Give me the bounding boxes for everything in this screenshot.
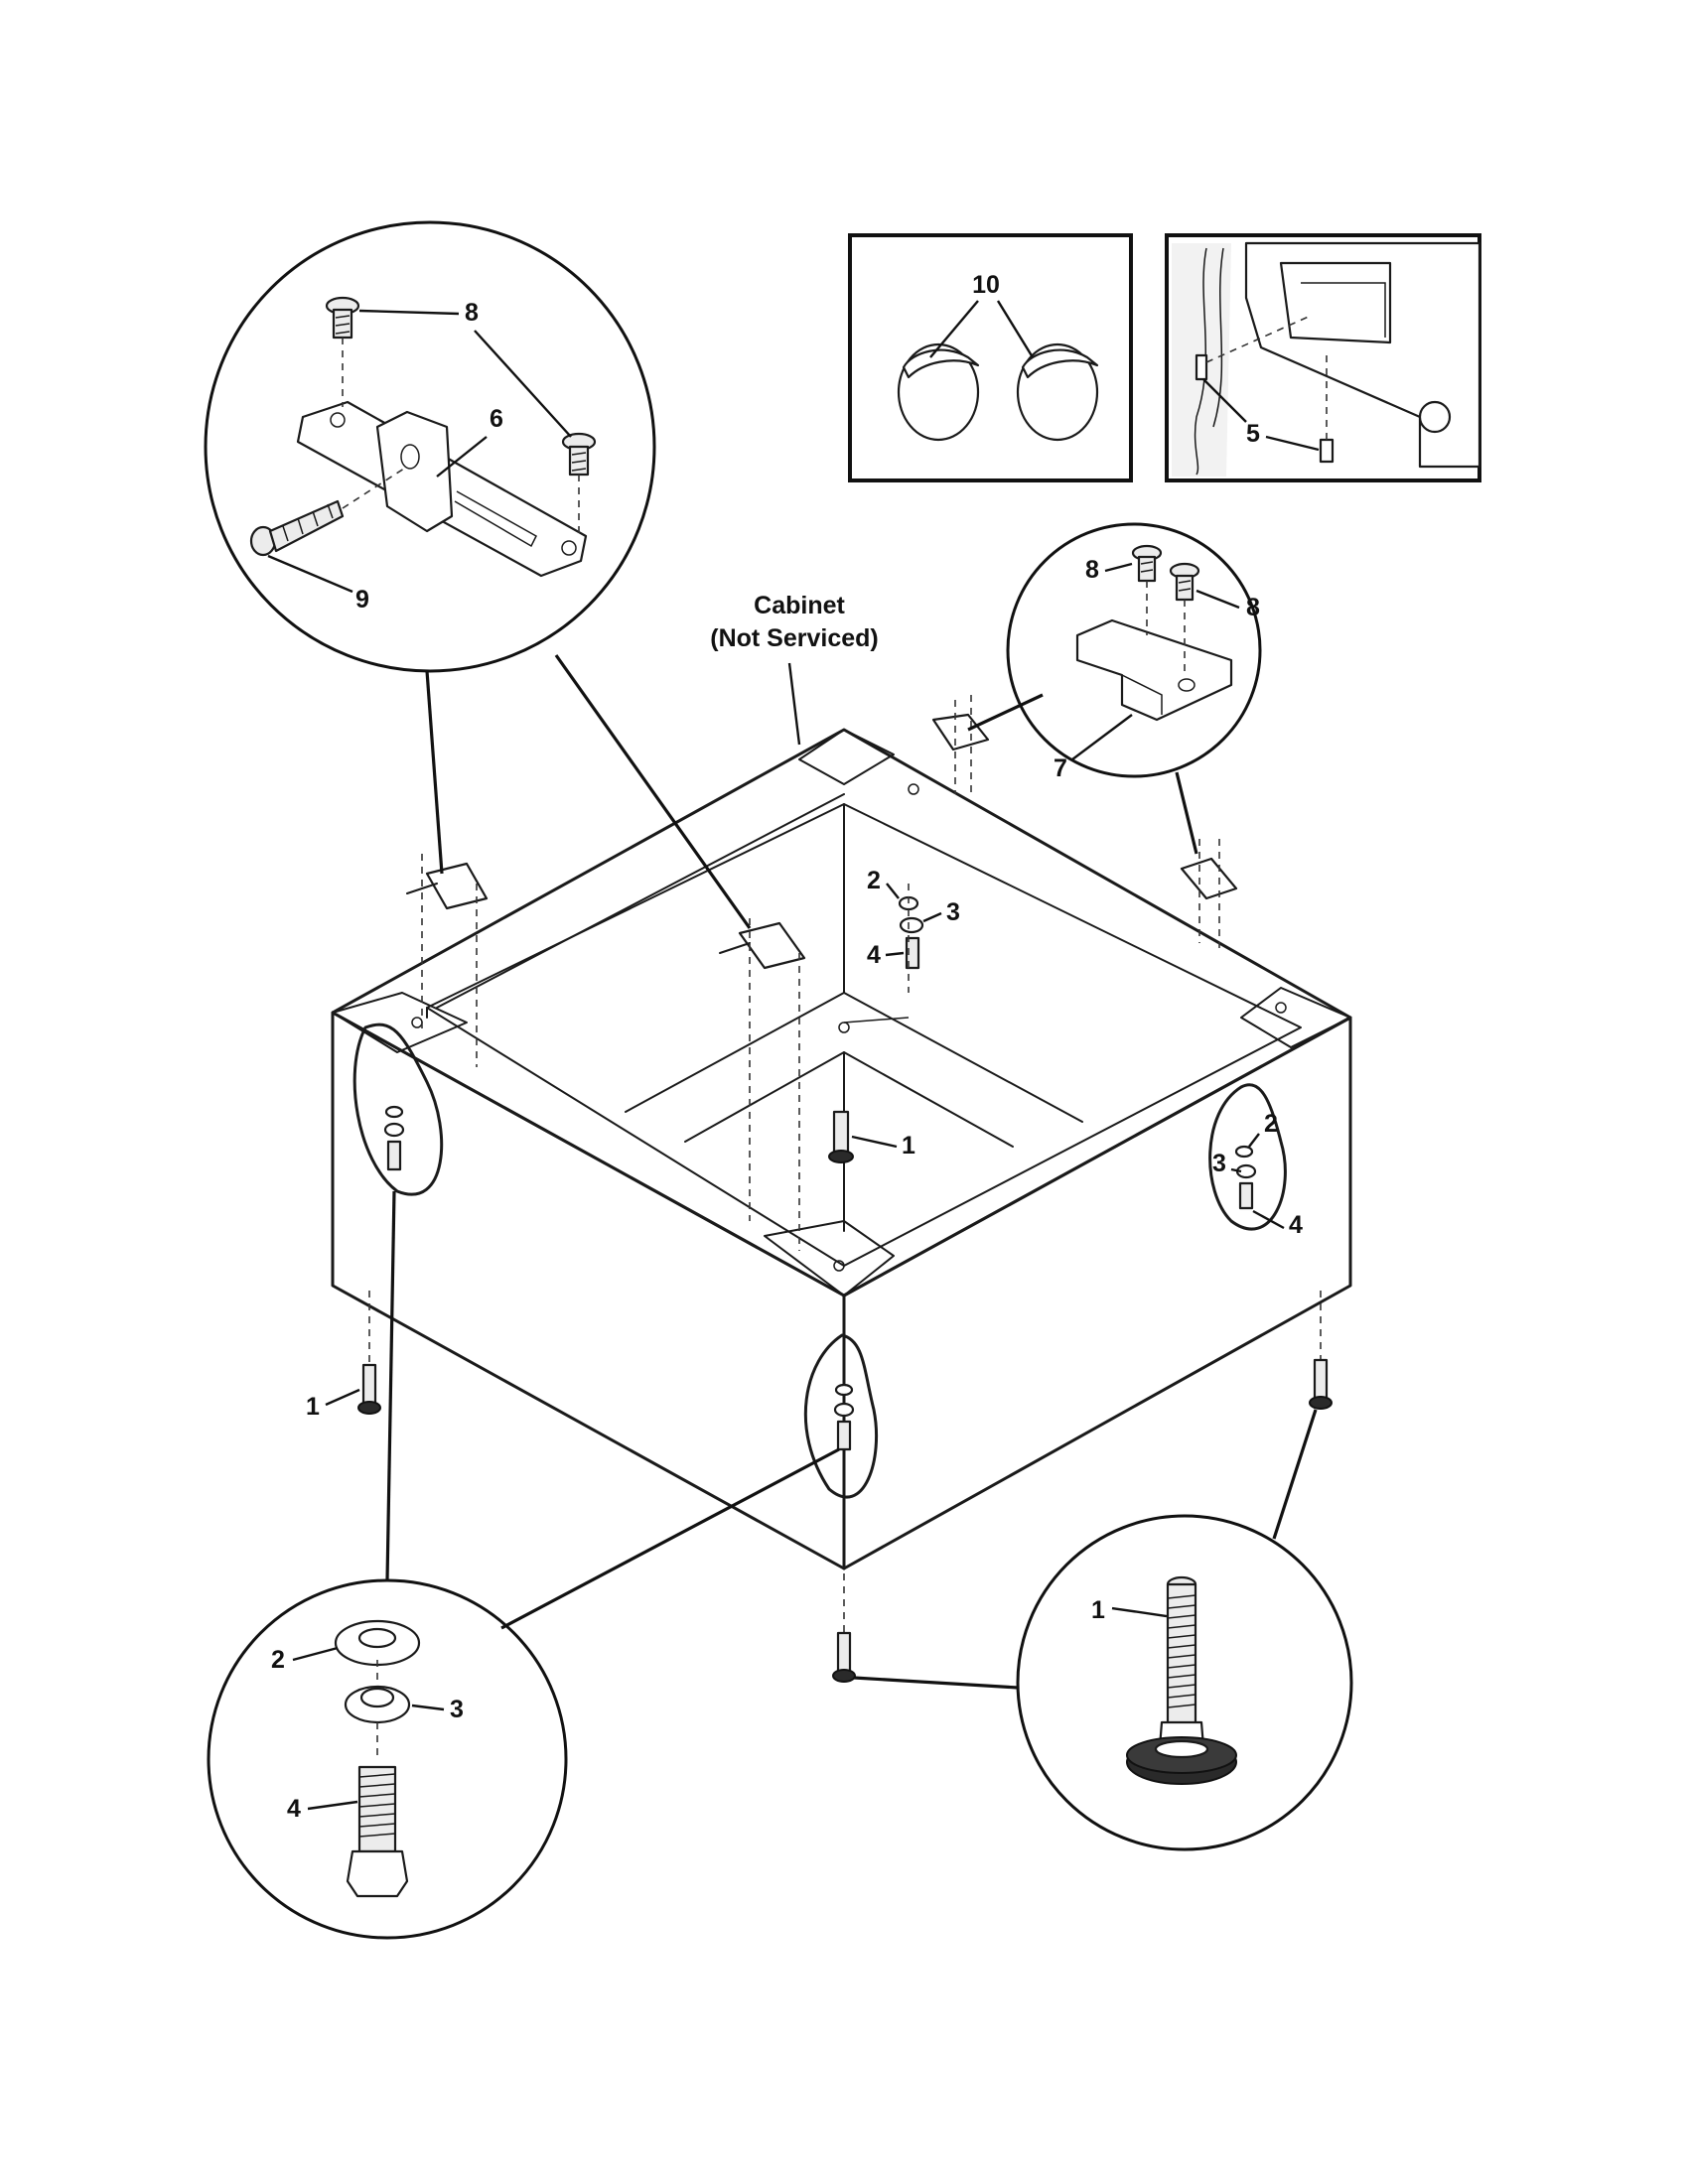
callout-10: 10 xyxy=(972,271,1000,299)
leveling-leg-center: 1 xyxy=(828,1110,915,1163)
callout-4-detail: 4 xyxy=(287,1795,301,1823)
detail-circle-washers: 2 3 4 xyxy=(207,1578,568,1940)
leader-leg-right xyxy=(1272,1409,1318,1540)
detail-circle-bracket-7: 8 8 7 xyxy=(1006,522,1262,782)
leveling-leg-right xyxy=(1309,1291,1333,1410)
callout-9: 9 xyxy=(355,586,369,614)
callout-2-detail: 2 xyxy=(271,1646,285,1674)
leader-circle7-right xyxy=(1175,771,1198,855)
callout-4-right: 4 xyxy=(1289,1211,1303,1239)
detail-circle-bracket-6: 8 6 9 xyxy=(204,220,656,673)
leader-washers-left xyxy=(385,1190,396,1581)
callout-1-left: 1 xyxy=(306,1393,320,1421)
cutaway-right: 2 3 4 xyxy=(1208,1083,1303,1239)
leader-leg-front xyxy=(853,1676,1019,1690)
detail-circle-leveling-leg: 1 xyxy=(1016,1514,1353,1851)
callout-3-detail: 3 xyxy=(450,1696,464,1723)
bracket-top-right-small xyxy=(931,695,990,794)
callout-2-right: 2 xyxy=(1264,1110,1278,1138)
callout-1-detail: 1 xyxy=(1091,1596,1105,1624)
bracket-center-small xyxy=(719,918,806,1251)
callout-3-right: 3 xyxy=(1212,1150,1226,1177)
callout-4-inside: 4 xyxy=(867,941,881,969)
bracket-left-small xyxy=(406,854,489,1067)
cabinet xyxy=(331,728,1352,1570)
callout-3-inside: 3 xyxy=(946,898,960,926)
hardware-inside: 2 3 4 xyxy=(867,867,960,993)
callout-2-inside: 2 xyxy=(867,867,881,894)
cutaway-left xyxy=(352,1023,444,1196)
callout-8-right: 8 xyxy=(1246,594,1260,621)
callout-7: 7 xyxy=(1054,754,1067,782)
bracket-right-small xyxy=(1180,839,1238,948)
callout-5: 5 xyxy=(1246,420,1260,448)
detail-box-plugs-10: 10 xyxy=(848,233,1133,482)
callout-8-top: 8 xyxy=(465,299,479,327)
cabinet-label: Cabinet (Not Serviced) xyxy=(710,592,879,746)
callout-8-left: 8 xyxy=(1085,556,1099,584)
leader-circle6-left xyxy=(425,670,444,875)
callout-6: 6 xyxy=(490,405,503,433)
leader-washers-front xyxy=(500,1447,840,1630)
cabinet-label-line1: Cabinet xyxy=(754,592,845,619)
cutaway-front xyxy=(803,1333,879,1499)
cabinet-label-line2: (Not Serviced) xyxy=(710,624,878,652)
leader-circle7-top xyxy=(967,693,1044,732)
callout-1-center: 1 xyxy=(902,1132,915,1160)
leader-circle6-center xyxy=(554,654,752,929)
detail-box-part-5: 5 xyxy=(1165,233,1481,482)
leveling-leg-left: 1 xyxy=(306,1291,381,1421)
leveling-leg-front xyxy=(832,1573,856,1683)
